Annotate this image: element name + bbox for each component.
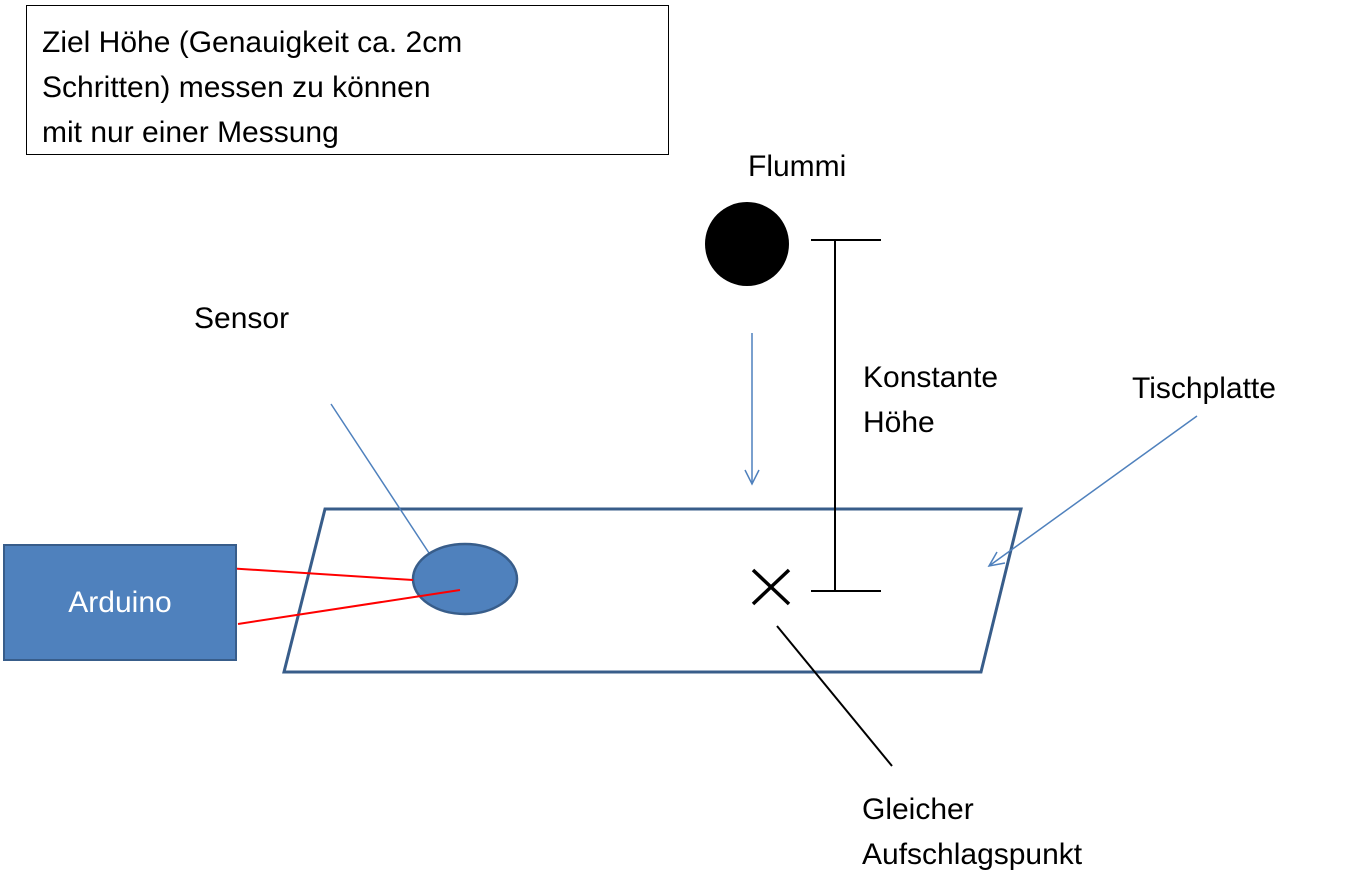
impact-x-icon [751, 568, 791, 606]
konstante-label-line1: Konstante [863, 361, 999, 394]
height-marker [811, 239, 881, 592]
fall-arrow [744, 333, 760, 486]
konstante-label-line2: Höhe [863, 406, 935, 439]
arduino-box: Arduino [3, 544, 237, 661]
goal-line-3: mit nur einer Messung [42, 116, 339, 149]
goal-line-2: Schritten) messen zu können [42, 71, 431, 104]
arduino-label: Arduino [68, 585, 172, 619]
flummi-label: Flummi [748, 150, 847, 183]
aufschlag-label-line1: Gleicher [862, 793, 974, 826]
tischplatte-label: Tischplatte [1132, 372, 1276, 405]
wire-lower [237, 589, 461, 625]
aufschlag-label-line2: Aufschlagspunkt [862, 838, 1083, 871]
sensor-ellipse [411, 542, 519, 616]
sensor-label: Sensor [194, 302, 290, 335]
goal-line-1: Ziel Höhe (Genauigkeit ca. 2cm [42, 26, 463, 59]
impact-pointer-line [776, 625, 893, 767]
tischplatte-arrow [987, 415, 1198, 568]
wire-upper [225, 567, 414, 581]
ball-icon [705, 202, 789, 286]
goal-box: Ziel Höhe (Genauigkeit ca. 2cm Schritten… [26, 5, 669, 155]
sensor-pointer-line [330, 403, 430, 554]
table-top [282, 507, 1023, 674]
